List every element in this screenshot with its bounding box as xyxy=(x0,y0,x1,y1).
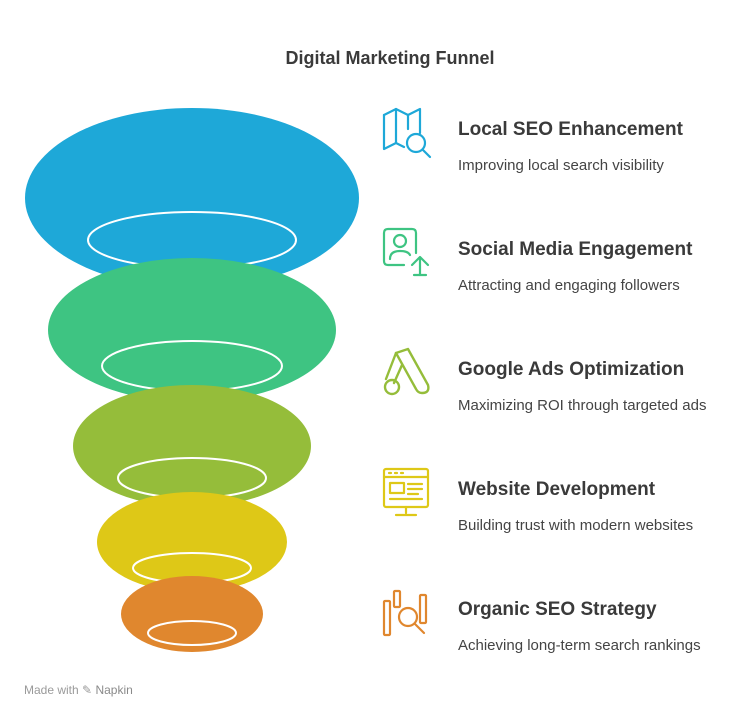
step-heading: Website Development xyxy=(458,479,656,500)
step-organic-seo: Organic SEO Strategy Achieving long-term… xyxy=(380,587,730,687)
funnel-layer-2 xyxy=(48,258,336,402)
profile-upload-icon xyxy=(382,227,430,277)
chart-search-icon xyxy=(382,589,428,637)
made-with-napkin: Made with ✎ Napkin xyxy=(24,683,133,697)
step-description: Improving local search visibility xyxy=(458,157,664,174)
funnel-layer-3 xyxy=(73,385,311,507)
funnel-layer-5 xyxy=(121,576,263,652)
footer-brand: Napkin xyxy=(95,683,133,697)
google-ads-icon xyxy=(383,347,430,396)
step-website-development: Website Development Building trust with … xyxy=(380,467,730,567)
napkin-logo-icon: ✎ xyxy=(82,683,93,697)
monitor-webpage-icon xyxy=(382,467,430,517)
funnel-diagram xyxy=(25,108,359,652)
step-social-media: Social Media Engagement Attracting and e… xyxy=(380,227,730,327)
step-description: Achieving long-term search rankings xyxy=(458,637,701,654)
footer-prefix: Made with xyxy=(24,683,79,697)
step-heading: Local SEO Enhancement xyxy=(458,119,683,140)
step-description: Maximizing ROI through targeted ads xyxy=(458,397,707,414)
step-heading: Google Ads Optimization xyxy=(458,359,685,380)
step-description: Building trust with modern websites xyxy=(458,517,694,534)
step-heading: Organic SEO Strategy xyxy=(458,599,657,620)
map-search-icon xyxy=(382,107,432,159)
funnel-layer-4 xyxy=(97,492,287,592)
page-title: Digital Marketing Funnel xyxy=(285,48,495,68)
step-google-ads: Google Ads Optimization Maximizing ROI t… xyxy=(380,347,730,447)
funnel-layer-1 xyxy=(25,108,359,288)
step-local-seo: Local SEO Enhancement Improving local se… xyxy=(380,107,730,207)
funnel-layer-5-rim xyxy=(147,620,237,646)
step-description: Attracting and engaging followers xyxy=(458,277,680,294)
step-heading: Social Media Engagement xyxy=(458,239,693,260)
